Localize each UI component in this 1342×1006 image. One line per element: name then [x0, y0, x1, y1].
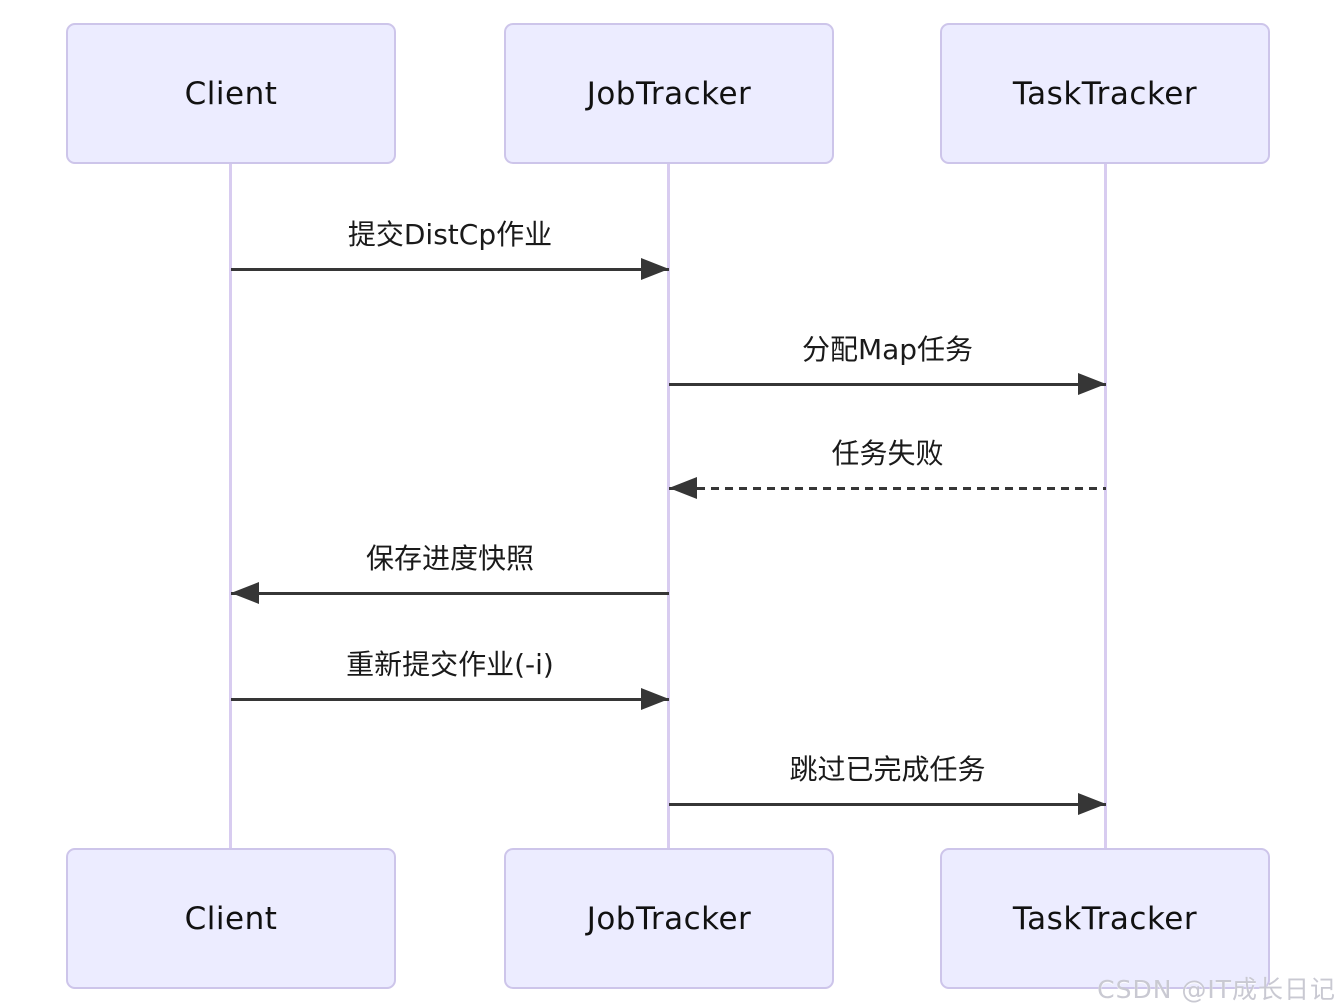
- actor-label-tasktracker: TaskTracker: [1012, 75, 1198, 112]
- message-line: [669, 803, 1106, 806]
- message-label: 任务失败: [831, 437, 944, 470]
- message-line: [231, 268, 669, 271]
- actor-box-client-top: Client: [66, 23, 396, 164]
- actor-box-client-bottom: Client: [66, 848, 396, 989]
- message-line: [231, 698, 669, 701]
- message-line: [231, 592, 669, 595]
- watermark: CSDN @IT成长日记: [1097, 975, 1336, 1004]
- lifeline-client: [229, 164, 232, 850]
- arrowhead-left-icon: [231, 582, 259, 604]
- actor-label-jobtracker: JobTracker: [586, 75, 752, 112]
- actor-box-tasktracker-top: TaskTracker: [940, 23, 1270, 164]
- message-save-progress-snapshot: 保存进度快照: [231, 542, 669, 604]
- message-label: 分配Map任务: [801, 333, 974, 366]
- message-submit-distcp-job: 提交DistCp作业: [231, 218, 669, 280]
- arrowhead-left-icon: [669, 477, 697, 499]
- message-line: [669, 383, 1106, 386]
- lifeline-tasktracker: [1104, 164, 1107, 850]
- arrowhead-right-icon: [641, 258, 669, 280]
- arrowhead-right-icon: [1078, 373, 1106, 395]
- actor-label-client: Client: [184, 900, 278, 937]
- message-line-dashed: [669, 487, 1106, 490]
- actor-label-tasktracker: TaskTracker: [1012, 900, 1198, 937]
- lifeline-jobtracker: [667, 164, 670, 850]
- arrowhead-right-icon: [641, 688, 669, 710]
- message-label: 提交DistCp作业: [347, 218, 553, 251]
- actor-label-client: Client: [184, 75, 278, 112]
- message-assign-map-task: 分配Map任务: [669, 333, 1106, 395]
- message-skip-completed-tasks: 跳过已完成任务: [669, 753, 1106, 815]
- actor-box-jobtracker-top: JobTracker: [504, 23, 834, 164]
- arrowhead-right-icon: [1078, 793, 1106, 815]
- message-task-failed: 任务失败: [669, 437, 1106, 499]
- actor-label-jobtracker: JobTracker: [586, 900, 752, 937]
- message-resubmit-job: 重新提交作业(-i): [231, 648, 669, 710]
- message-label: 保存进度快照: [365, 542, 534, 575]
- actor-box-tasktracker-bottom: TaskTracker: [940, 848, 1270, 989]
- actor-box-jobtracker-bottom: JobTracker: [504, 848, 834, 989]
- message-label: 跳过已完成任务: [789, 753, 986, 786]
- message-label: 重新提交作业(-i): [346, 648, 554, 681]
